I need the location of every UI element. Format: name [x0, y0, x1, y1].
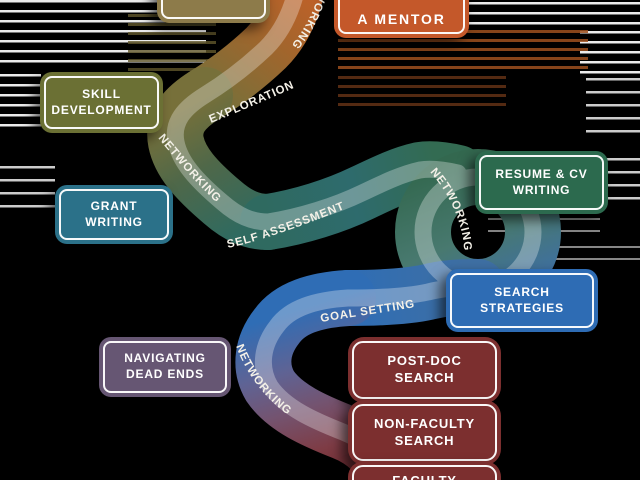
milestone-label: DEAD ENDS — [126, 367, 204, 381]
milestone-label: RESUME & CV — [495, 166, 588, 181]
milestone-label: DEVELOPMENT — [51, 102, 152, 117]
milestone-top-partial-inner — [161, 0, 266, 19]
milestone-faculty-search-inner: FACULTY — [352, 465, 497, 480]
milestone-label: NAVIGATING — [124, 351, 206, 366]
milestone-non-faculty-search[interactable]: NON-FACULTY SEARCH — [348, 400, 501, 465]
milestone-skill-development-inner: SKILL DEVELOPMENT — [44, 76, 159, 129]
milestone-label: WRITING — [512, 182, 571, 197]
milestone-resume-cv-writing-inner: RESUME & CV WRITING — [479, 155, 604, 210]
milestone-navigating-dead-ends[interactable]: NAVIGATING DEAD ENDS — [99, 337, 231, 397]
milestone-label: A MENTOR — [357, 10, 446, 27]
milestone-label: SKILL — [82, 86, 121, 101]
milestone-a-mentor[interactable]: A MENTOR — [334, 0, 469, 38]
milestone-skill-development[interactable]: SKILL DEVELOPMENT — [40, 72, 163, 133]
milestone-label: SEARCH — [394, 432, 455, 448]
milestone-grant-writing[interactable]: GRANT WRITING — [55, 185, 173, 244]
milestone-post-doc-search-inner: POST-DOC SEARCH — [352, 341, 497, 399]
milestone-label: STRATEGIES — [480, 300, 564, 315]
milestone-post-doc-search[interactable]: POST-DOC SEARCH — [348, 337, 501, 403]
milestone-label: POST-DOC — [387, 353, 462, 369]
milestone-label: SEARCH — [494, 284, 550, 299]
milestone-label: NON-FACULTY — [374, 415, 475, 431]
milestone-search-strategies[interactable]: SEARCH STRATEGIES — [446, 269, 598, 332]
milestone-non-faculty-search-inner: NON-FACULTY SEARCH — [352, 404, 497, 461]
milestone-grant-writing-inner: GRANT WRITING — [59, 189, 169, 240]
milestone-label: WRITING — [85, 214, 143, 229]
milestone-search-strategies-inner: SEARCH STRATEGIES — [450, 273, 594, 328]
milestone-label: FACULTY — [392, 473, 457, 480]
milestone-a-mentor-inner: A MENTOR — [338, 0, 465, 34]
milestone-faculty-search[interactable]: FACULTY — [348, 461, 501, 480]
milestone-top-partial[interactable] — [157, 0, 270, 23]
milestone-label: SEARCH — [394, 370, 455, 385]
milestone-label: GRANT — [90, 198, 138, 213]
milestone-navigating-dead-ends-inner: NAVIGATING DEAD ENDS — [103, 341, 227, 393]
milestone-resume-cv-writing[interactable]: RESUME & CV WRITING — [475, 151, 608, 214]
